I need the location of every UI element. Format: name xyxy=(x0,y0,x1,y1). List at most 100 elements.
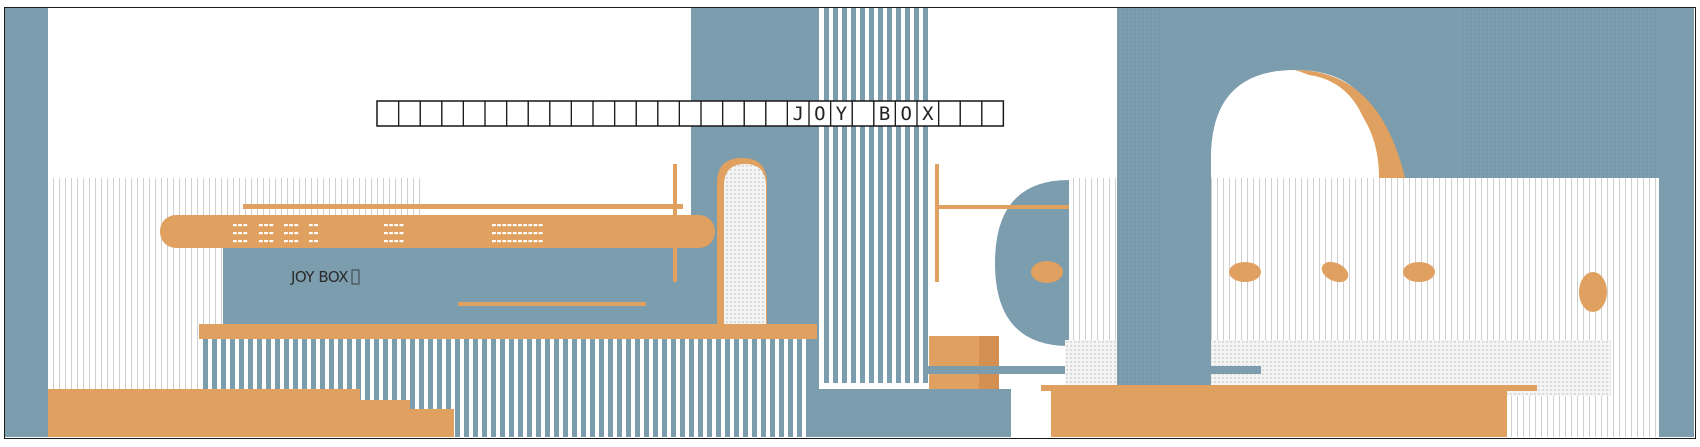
floor-step-2 xyxy=(360,400,410,437)
counter-top xyxy=(199,324,817,339)
sign-cell xyxy=(981,100,1004,127)
perforation-slot xyxy=(497,240,501,243)
perforation-slot xyxy=(269,224,274,227)
vertical-rod-left xyxy=(673,164,677,282)
perforation-slot xyxy=(528,232,533,235)
vertical-rod-right xyxy=(935,164,939,282)
striped-column xyxy=(821,8,929,383)
counter-back-wall xyxy=(223,248,715,333)
perforation-slot xyxy=(233,232,237,235)
floor-step-1 xyxy=(48,389,360,437)
perforation-slot xyxy=(523,240,527,243)
perforation-slot xyxy=(512,224,517,227)
top-rail xyxy=(243,204,683,209)
sign-letter: O xyxy=(814,103,825,125)
archway-orange-reveal xyxy=(1295,70,1405,178)
orange-header-beam xyxy=(160,215,715,248)
perforation-slot xyxy=(528,224,533,227)
perforation-slot xyxy=(243,232,248,235)
perforation-slot xyxy=(243,240,248,243)
perforation-slot xyxy=(533,232,538,235)
beam-perforations xyxy=(233,224,543,243)
blue-half-disc xyxy=(995,180,1069,346)
perforation-slot xyxy=(233,224,237,227)
perforation-slot xyxy=(314,232,318,235)
orange-window-3 xyxy=(1321,261,1349,283)
perforation-slot xyxy=(533,224,538,227)
perforation-slot xyxy=(538,224,543,227)
perforation-slot xyxy=(523,232,527,235)
perforation-slot xyxy=(399,232,404,235)
perforation-slot xyxy=(264,232,268,235)
perforation-slot xyxy=(507,224,512,227)
perforation-slot xyxy=(497,232,501,235)
perforation-slot xyxy=(294,224,299,227)
perforation-slot xyxy=(264,240,268,243)
perforation-slot xyxy=(238,224,242,227)
perforation-slot xyxy=(538,232,543,235)
blue-ledge xyxy=(1177,366,1261,374)
perforation-slot xyxy=(243,224,248,227)
perforation-slot xyxy=(518,232,522,235)
sign-letter: Y xyxy=(836,103,848,125)
far-right-pillar xyxy=(1659,8,1694,437)
perforation-slot xyxy=(518,224,522,227)
bench-top xyxy=(1041,385,1537,391)
perforation-slot xyxy=(512,240,517,243)
perforation-slot xyxy=(284,240,288,243)
center-blue-base xyxy=(811,389,1011,437)
perforation-slot xyxy=(309,240,313,243)
arch-doorway-glass xyxy=(724,164,766,333)
perforation-slot xyxy=(384,224,388,227)
logo-text: JOY BOX xyxy=(290,268,348,286)
perforation-slot xyxy=(502,240,507,243)
arch-left-pier-texture xyxy=(1117,8,1163,437)
orange-window-4 xyxy=(1403,262,1435,282)
perforation-slot xyxy=(289,232,293,235)
perforation-slot xyxy=(294,232,299,235)
perforation-slot xyxy=(502,232,507,235)
perforation-slot xyxy=(512,232,517,235)
perforation-slot xyxy=(528,240,533,243)
right-blue-wall-texture-b xyxy=(1463,8,1663,178)
mid-shelf xyxy=(458,302,646,306)
perforation-slot xyxy=(264,224,268,227)
perforation-slot xyxy=(492,224,496,227)
perforation-slot xyxy=(294,240,299,243)
perforation-slot xyxy=(507,240,512,243)
perforation-slot xyxy=(399,240,404,243)
perforation-slot xyxy=(399,224,404,227)
arch-lower-opening xyxy=(1211,178,1379,340)
perforation-slot xyxy=(394,224,399,227)
perforation-slot xyxy=(314,240,318,243)
perforation-slot xyxy=(238,240,242,243)
orange-window-1 xyxy=(1031,261,1063,283)
perforation-slot xyxy=(269,232,274,235)
orange-crate-side xyxy=(979,336,999,389)
perforation-slot xyxy=(284,224,288,227)
orange-window-5 xyxy=(1579,272,1607,312)
perforation-slot xyxy=(507,232,512,235)
sign-letter: O xyxy=(900,103,911,125)
perforation-slot xyxy=(384,240,388,243)
perforation-slot xyxy=(259,224,263,227)
perforation-slot xyxy=(289,224,293,227)
perforation-slot xyxy=(309,224,313,227)
orange-window-2 xyxy=(1229,262,1261,282)
left-blue-pillar xyxy=(5,8,48,437)
perforation-slot xyxy=(389,240,393,243)
perforation-slot xyxy=(238,232,242,235)
perforation-slot xyxy=(284,232,288,235)
perforation-slot xyxy=(389,224,393,227)
joy-box-logo: JOY BOX xyxy=(290,268,360,286)
perforation-slot xyxy=(259,232,263,235)
perforation-slot xyxy=(523,224,527,227)
perforation-slot xyxy=(394,240,399,243)
perforation-slot xyxy=(309,232,313,235)
logo-stamp-icon xyxy=(351,269,360,285)
floor-step-3 xyxy=(410,409,454,437)
archway-inner xyxy=(1211,74,1375,178)
